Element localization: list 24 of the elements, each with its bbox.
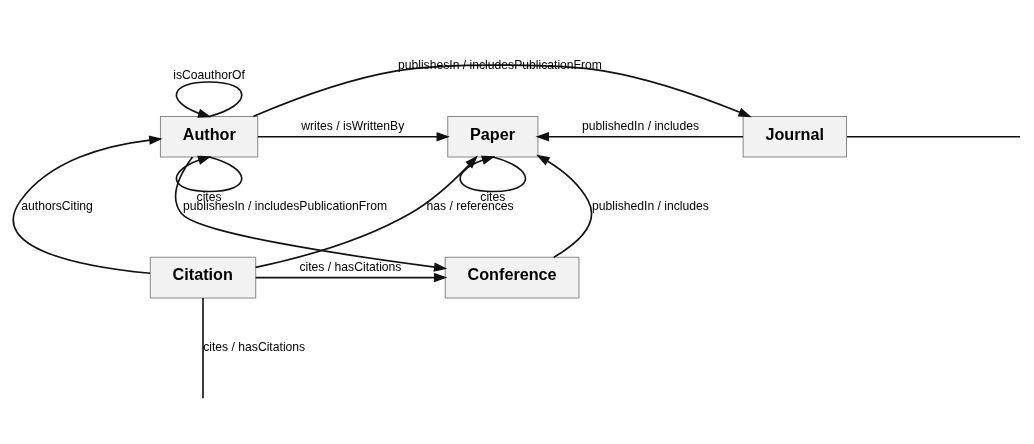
- arrow: [174, 155, 448, 272]
- arrow: [536, 154, 593, 258]
- edge-label: isCoauthorOf: [173, 67, 245, 82]
- edge-label: publishedIn / includes: [582, 118, 700, 133]
- edge-label: publishedIn / includes: [591, 198, 709, 213]
- node-box: Journal: [742, 115, 848, 158]
- arrow: [459, 155, 527, 192]
- arrow: [12, 135, 163, 274]
- arrow: [254, 154, 478, 268]
- arrow: [535, 131, 744, 141]
- node-box: Paper: [447, 115, 539, 158]
- edge-label: writes / isWrittenBy: [301, 118, 405, 133]
- edge-label: cites / hasCitations: [299, 259, 402, 274]
- node-box: Author: [159, 115, 259, 158]
- edge-label: authorsCiting: [21, 198, 93, 213]
- arrow: [252, 63, 752, 117]
- connector: [202, 296, 204, 399]
- connector: [846, 135, 1021, 138]
- node-box: Citation: [149, 256, 257, 298]
- arrow: [175, 80, 243, 118]
- node-box: Conference: [444, 256, 580, 298]
- arrow: [257, 131, 450, 141]
- arrow: [255, 272, 448, 282]
- arrow: [175, 155, 243, 192]
